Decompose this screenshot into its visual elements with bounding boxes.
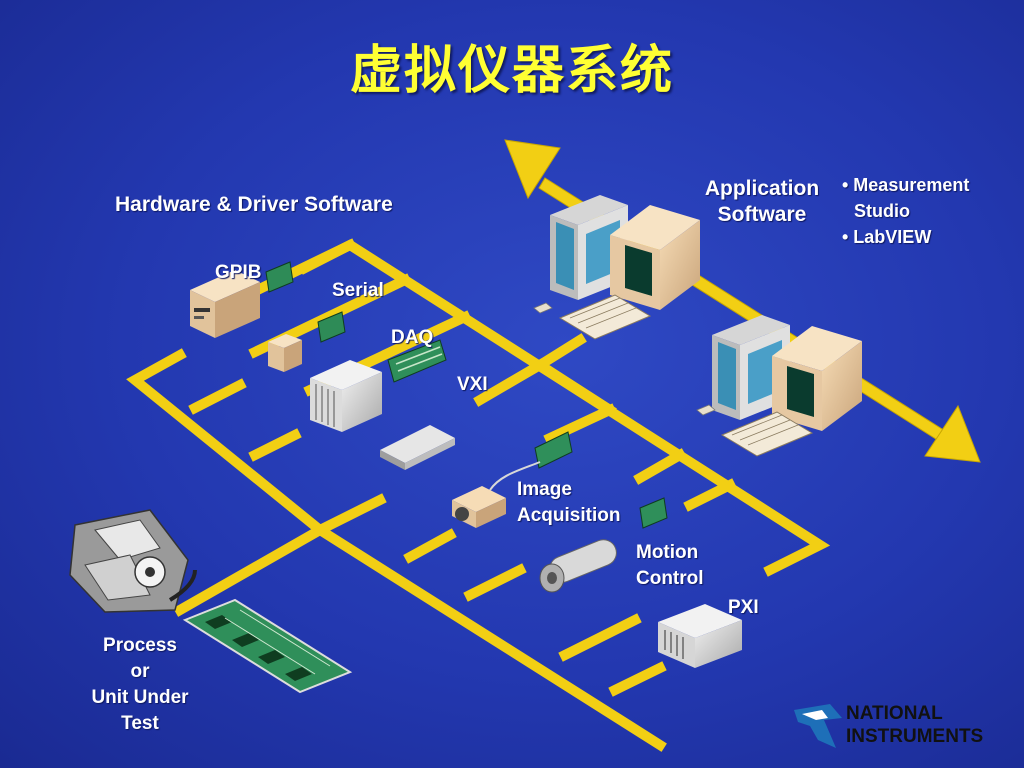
large-board-icon xyxy=(182,598,353,694)
software-item-measurement: • Measurement xyxy=(842,175,970,195)
label-vxi: VXI xyxy=(457,374,488,395)
label-image-line-1: Image xyxy=(517,479,572,500)
gpib-card-icon xyxy=(265,261,294,293)
label-image-acquisition: Image Acquisition xyxy=(517,477,620,529)
label-hardware-driver-software: Hardware & Driver Software xyxy=(115,193,393,216)
slim-device-icon xyxy=(380,425,455,470)
label-image-line-2: Acquisition xyxy=(517,505,621,526)
bus-left-branch-2 xyxy=(248,428,302,462)
camera-cable xyxy=(489,461,541,491)
label-application-software: Application Software xyxy=(690,176,834,228)
bus-lower-rung-1 xyxy=(403,528,457,564)
label-process-unit-under-test: Process or Unit Under Test xyxy=(70,633,210,737)
label-daq: DAQ xyxy=(391,327,434,348)
label-motion-line-1: Motion xyxy=(636,542,699,563)
bus-rung-6 xyxy=(543,403,617,445)
label-process-line-2: or xyxy=(130,661,150,682)
serial-card-icon xyxy=(317,311,346,343)
label-application-line-1: Application xyxy=(704,177,820,200)
gpib-instrument-icon xyxy=(190,270,260,338)
bus-lower-rung-3 xyxy=(558,613,642,662)
motion-card-icon xyxy=(639,497,668,529)
logo-text: NATIONAL INSTRUMENTS xyxy=(846,702,983,748)
bus-rung-8 xyxy=(683,478,737,512)
logo-line-1: NATIONAL xyxy=(846,703,943,724)
bus-lower-rung-4 xyxy=(608,661,667,697)
label-process-line-4: Test xyxy=(121,713,159,734)
workstation-lower-icon xyxy=(696,315,862,457)
small-instrument-icon xyxy=(268,334,302,372)
bus-lower-rung-2 xyxy=(463,563,527,602)
label-application-line-2: Software xyxy=(717,203,807,226)
label-motion-control: Motion Control xyxy=(636,540,704,592)
software-item-labview: • LabVIEW xyxy=(842,227,932,247)
bus-left-branch-1 xyxy=(188,378,247,415)
bus-left-ladder xyxy=(126,348,329,617)
bus-left-branch-3 xyxy=(313,493,387,537)
bus-lower xyxy=(313,523,667,752)
engine-unit-icon xyxy=(69,509,197,613)
bus-rung-5 xyxy=(530,333,617,417)
ni-eagle-icon xyxy=(794,704,842,748)
software-list: • Measurement Studio • LabVIEW xyxy=(842,172,969,250)
label-gpib: GPIB xyxy=(215,262,262,283)
label-motion-line-2: Control xyxy=(636,568,704,589)
bus-rung-4 xyxy=(473,358,547,407)
logo-line-2: INSTRUMENTS xyxy=(846,726,984,747)
label-process-line-1: Process xyxy=(103,635,177,656)
pxi-chassis-icon xyxy=(658,604,742,668)
label-process-line-3: Unit Under xyxy=(91,687,189,708)
page-title: 虚拟仪器系统 xyxy=(349,41,674,101)
national-instruments-logo: NATIONAL INSTRUMENTS xyxy=(792,700,1012,756)
bus-rung-7 xyxy=(633,448,687,485)
vxi-chassis-icon xyxy=(310,360,382,432)
camera-icon xyxy=(452,486,506,528)
workstation-upper-icon xyxy=(533,195,700,340)
label-pxi: PXI xyxy=(728,597,759,618)
software-item-studio: Studio xyxy=(854,201,910,221)
image-card-icon xyxy=(534,431,573,469)
label-serial: Serial xyxy=(332,280,384,301)
motor-icon xyxy=(539,539,617,593)
daq-board-icon xyxy=(387,339,447,383)
